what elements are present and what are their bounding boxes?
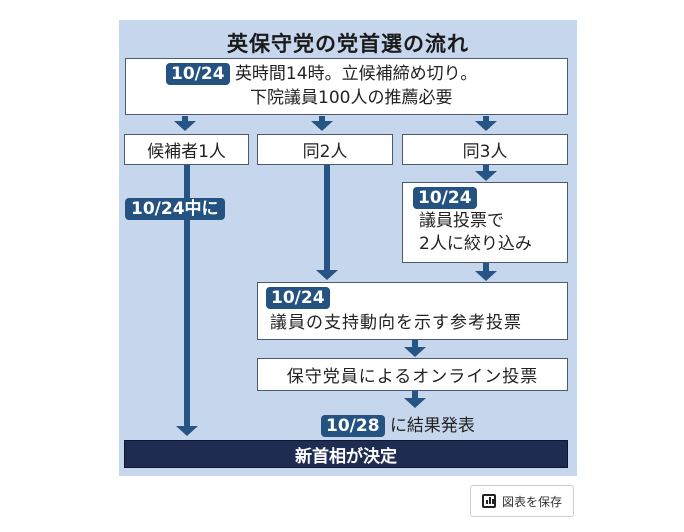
arrow-down-icon — [174, 121, 196, 131]
save-chart-label: 図表を保存 — [501, 494, 562, 509]
narrowing-text-1: 議員投票で — [419, 211, 504, 231]
diagram-title: 英保守党の党首選の流れ — [227, 32, 469, 56]
arrow-line — [412, 340, 418, 348]
arrow-line — [324, 165, 330, 271]
date-badge: 10/24 — [266, 287, 330, 309]
arrow-down-icon — [475, 171, 497, 181]
arrow-line — [483, 165, 489, 171]
branch-one-candidate: 候補者1人 — [124, 134, 249, 165]
arrow-down-icon — [176, 426, 198, 436]
deadline-box: 10/24 英時間14時。立候補締め切り。 下院議員100人の推薦必要 — [125, 58, 568, 115]
arrow-line — [483, 263, 489, 271]
arrow-line — [412, 391, 418, 399]
branch-two-candidates: 同2人 — [257, 134, 393, 165]
date-badge: 10/28 — [321, 415, 385, 437]
reference-vote-box: 10/24 議員の支持動向を示す参考投票 — [257, 282, 568, 340]
arrow-down-icon — [404, 398, 426, 408]
save-chart-button[interactable]: 図表を保存 — [470, 485, 574, 517]
narrowing-box: 10/24 議員投票で 2人に絞り込み — [402, 182, 568, 263]
reference-vote-text: 議員の支持動向を示す参考投票 — [270, 313, 522, 333]
bar-chart-icon — [481, 494, 496, 508]
date-badge: 10/24 — [413, 187, 477, 209]
arrow-line — [182, 116, 188, 121]
online-vote-box: 保守党員によるオンライン投票 — [257, 358, 568, 391]
arrow-down-icon — [316, 270, 338, 280]
narrowing-text-2: 2人に絞り込み — [419, 234, 532, 254]
result-text: に結果発表 — [389, 416, 475, 436]
same-day-badge: 10/24中に — [125, 198, 225, 220]
arrow-line — [319, 116, 325, 121]
nomination-text: 下院議員100人の推薦必要 — [250, 88, 453, 108]
arrow-down-icon — [404, 347, 426, 357]
arrow-line — [483, 116, 489, 121]
flow-diagram: 英保守党の党首選の流れ 10/24 英時間14時。立候補締め切り。 下院議員10… — [119, 20, 577, 476]
result-announcement: 10/28 に結果発表 — [321, 411, 475, 437]
arrow-down-icon — [475, 121, 497, 131]
arrow-down-icon — [475, 271, 497, 281]
new-pm-decided-bar: 新首相が決定 — [124, 440, 568, 468]
arrow-line — [184, 165, 190, 427]
branch-three-candidates: 同3人 — [402, 134, 568, 165]
date-badge: 10/24 — [166, 63, 230, 85]
deadline-text: 英時間14時。立候補締め切り。 — [234, 64, 478, 84]
arrow-down-icon — [311, 121, 333, 131]
